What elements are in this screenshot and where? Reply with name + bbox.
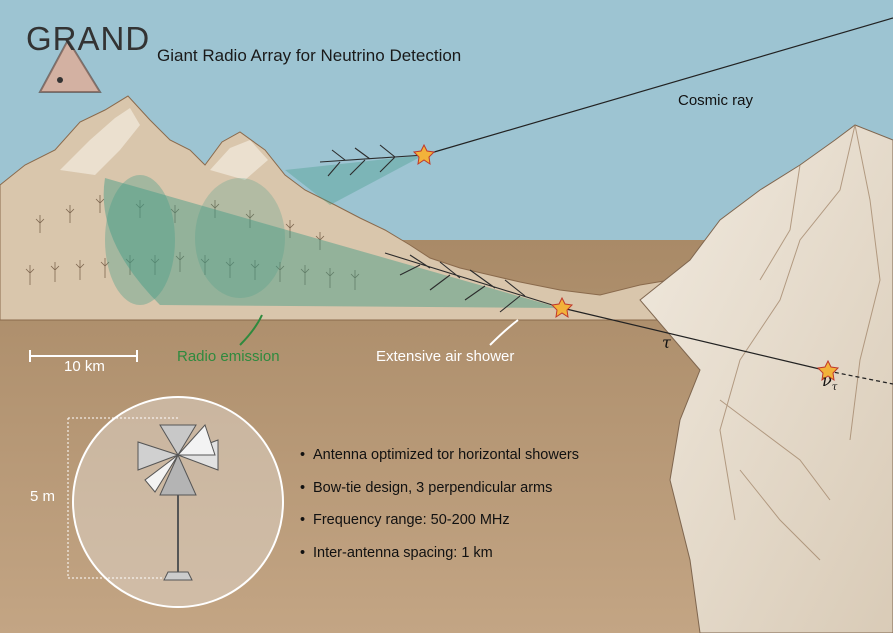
upper-air-shower [319,144,425,177]
neutrino-symbol: ν [822,371,832,390]
antenna-height-label: 5 m [30,488,56,505]
star-upper [412,143,436,166]
radio-emission-cone [103,178,561,308]
spec-text: Bow-tie design, 3 perpendicular arms [313,479,553,496]
antenna-field [25,195,360,290]
spec-text: Antenna optimized tor horizontal showers [313,447,579,463]
tau-track [561,307,829,372]
page-title: Giant Radio Array for Neutrino Detection [157,46,462,65]
radio-leader-line [239,314,263,346]
spec-item: • Bow-tie design, 3 perpendicular arms [300,479,579,512]
spec-text: Inter-antenna spacing: 1 km [313,544,493,561]
spec-item: • Frequency range: 50-200 MHz [300,511,579,544]
neutrino-subscript: τ [831,382,838,394]
shower-leader-line [489,319,519,346]
upper-shower-cone [285,155,424,205]
bullet-icon: • [300,447,306,463]
air-shower-label: Extensive air shower [376,348,515,365]
star-right [816,359,840,382]
bullet-icon: • [300,512,306,528]
star-middle [550,296,574,319]
antenna-spec-list: • Antenna optimized tor horizontal shower… [300,446,579,576]
logo-text: GRAND [26,20,151,57]
scale-bar [29,350,138,362]
bullet-icon: • [300,479,306,496]
right-mountain [639,124,893,633]
scale-bar-label: 10 km [64,358,105,375]
radio-emission-label: Radio emission [177,348,280,365]
tau-label: τ [662,333,671,352]
lower-air-shower [384,252,563,313]
bowtie-antenna [137,424,219,581]
antenna-height-indicator [67,417,178,579]
cosmic-ray-label: Cosmic ray [678,92,754,109]
spec-item: • Inter-antenna spacing: 1 km [300,544,579,577]
spec-item: • Antenna optimized tor horizontal shower… [300,446,579,479]
spec-text: Frequency range: 50-200 MHz [313,512,510,528]
grand-logo [38,37,102,93]
neutrino-label: ντ [822,371,837,393]
bullet-icon: • [300,544,306,561]
radio-cone-end [105,175,175,305]
cosmic-ray-track [423,17,893,156]
